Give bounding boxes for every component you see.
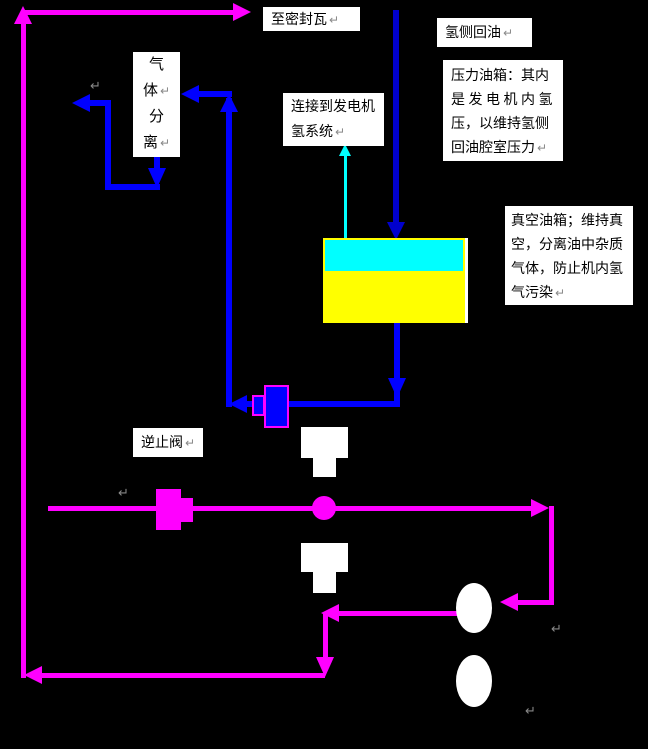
gas-separator-char: 气: [148, 56, 164, 73]
pipe-blue-gas-outlet-vertical: [154, 155, 160, 175]
magenta-valve-tab: [181, 498, 193, 522]
pipe-cyan-h2-connection: [344, 152, 347, 238]
label-check-valve: 逆止阀↵: [133, 428, 203, 457]
pipe-magenta-left-vertical: [21, 20, 26, 678]
pipe-blue-into-gas-separator: [193, 91, 232, 97]
tank-oil-space: [325, 271, 463, 321]
pressure-note-line: 是发电机内氢: [451, 91, 556, 107]
gas-separator-box: 气 体↵ 分 离↵: [133, 52, 180, 157]
arrow-left-icon: [24, 666, 42, 684]
label-connect-generator: 连接到发电机 氢系统↵: [283, 93, 384, 146]
tank-gas-space: [325, 240, 463, 271]
arrow-down-icon: [388, 378, 406, 398]
oil-pot-ellipse-upper: [456, 583, 492, 633]
arrow-left-icon: [229, 395, 247, 413]
pipe-magenta-bottom-horizontal: [40, 673, 325, 678]
tank-right-highlight: [465, 238, 468, 323]
label-to-seal-text: 至密封瓦: [271, 11, 327, 27]
pipe-magenta-into-ellipse: [516, 600, 554, 605]
return-mark-icon: ↵: [118, 485, 129, 500]
arrow-down-icon: [387, 222, 405, 240]
pipe-magenta-ellipse-outlet: [336, 611, 457, 616]
arrow-down-icon: [148, 168, 166, 188]
arrow-left-icon: [181, 85, 199, 103]
pipe-blue-tank-drain: [394, 321, 400, 406]
return-mark-icon: ↵: [159, 84, 171, 98]
blue-valve-body: [264, 385, 289, 428]
pump-symbol-upper-body: [301, 427, 348, 458]
pipe-blue-valve-horizontal: [240, 401, 400, 407]
pressure-note-line: 压力油箱：其内: [451, 67, 549, 83]
pipe-magenta-top-horizontal: [23, 10, 235, 15]
pump-symbol-lower-body: [301, 543, 348, 572]
pressure-note-line: 回油腔室压力↵: [451, 139, 548, 155]
arrow-up-icon: [220, 94, 238, 112]
return-mark-icon: ↵: [551, 621, 562, 636]
label-h2-side-oil-return: 氢侧回油↵: [437, 18, 532, 47]
return-mark-icon: ↵: [537, 141, 548, 155]
vacuum-note-line: 气体，防止机内氢: [511, 260, 623, 276]
pump-symbol-upper-base: [313, 458, 336, 477]
gas-separator-char: 分: [148, 108, 164, 125]
arrow-up-icon: [339, 144, 351, 156]
vacuum-oil-tank: [323, 238, 465, 323]
connect-generator-line: 连接到发电机: [291, 98, 375, 114]
note-pressure-tank: 压力油箱：其内 是发电机内氢 压，以维持氢侧 回油腔室压力↵: [443, 60, 563, 161]
vacuum-note-line: 气污染↵: [511, 284, 566, 300]
flow-indicator-circle: [312, 496, 336, 520]
return-mark-icon: ↵: [329, 13, 340, 27]
check-valve-text: 逆止阀: [141, 434, 183, 450]
return-mark-icon: ↵: [159, 136, 171, 150]
pipe-blue-riser: [226, 98, 232, 407]
arrow-right-icon: [531, 499, 549, 517]
note-vacuum-tank: 真空油箱；维持真 空，分离油中杂质 气体，防止机内氢 气污染↵: [505, 206, 633, 305]
oil-pot-ellipse-lower: [456, 655, 492, 707]
connect-generator-line: 氢系统↵: [291, 123, 346, 139]
pipe-magenta-main-horizontal: [48, 506, 533, 511]
pipe-blue-gas-outlet-riser: [105, 100, 111, 190]
pipe-darkblue-oil-return: [393, 10, 399, 224]
arrow-right-icon: [233, 3, 251, 21]
pipe-blue-gas-outlet-top: [88, 100, 111, 106]
gas-separator-char: 离↵: [142, 134, 171, 151]
vacuum-note-line: 真空油箱；维持真: [511, 212, 623, 228]
pump-symbol-lower-base: [313, 572, 336, 593]
arrow-down-icon: [316, 657, 334, 677]
return-mark-icon: ↵: [185, 436, 196, 450]
pressure-note-line: 压，以维持氢侧: [451, 115, 549, 131]
label-h2-return-text: 氢侧回油: [445, 24, 501, 40]
pipe-blue-gas-outlet-horizontal: [105, 184, 160, 190]
return-mark-icon: ↵: [555, 286, 566, 300]
vacuum-note-line: 空，分离油中杂质: [511, 236, 623, 252]
gas-separator-char: 体↵: [142, 82, 171, 99]
pipe-magenta-right-vertical: [549, 506, 554, 604]
arrow-left-icon: [500, 593, 518, 611]
return-mark-icon: ↵: [503, 26, 514, 40]
magenta-valve-body: [156, 489, 181, 530]
label-to-seal: 至密封瓦↵: [263, 7, 360, 31]
pipe-magenta-down-vertical: [323, 613, 328, 661]
arrow-up-icon: [14, 6, 32, 24]
return-mark-icon: ↵: [525, 703, 536, 718]
return-mark-icon: ↵: [335, 125, 346, 139]
arrow-left-icon: [72, 94, 90, 112]
return-mark-icon: ↵: [90, 78, 101, 93]
